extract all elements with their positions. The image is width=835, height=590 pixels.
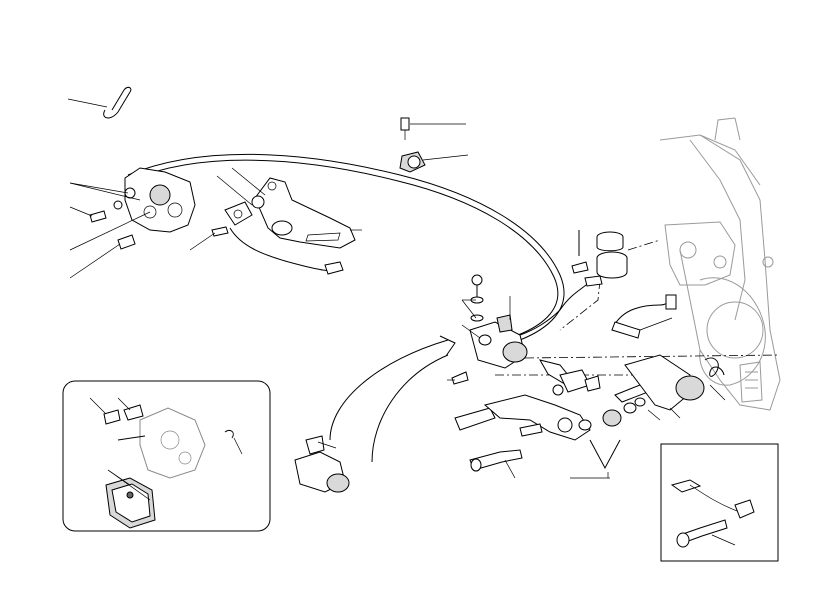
banjo-fitting <box>399 117 469 173</box>
inset-pedal-detail <box>660 443 779 562</box>
direction-arrow <box>329 335 456 463</box>
brake-light-switch <box>611 294 677 339</box>
brake-pad-icon <box>105 477 156 529</box>
pipe-clip <box>67 86 132 119</box>
caliper-bracket <box>189 167 362 275</box>
brake-caliper-icon <box>69 167 196 279</box>
brake-pedal-icon <box>454 354 781 479</box>
frame-outline <box>659 117 781 411</box>
master-cylinder-icon <box>447 274 528 385</box>
master-cylinder-detail <box>294 435 350 493</box>
brake-line <box>127 153 565 341</box>
reservoir-icon <box>519 230 661 336</box>
inset-caliper-detail <box>62 380 271 532</box>
